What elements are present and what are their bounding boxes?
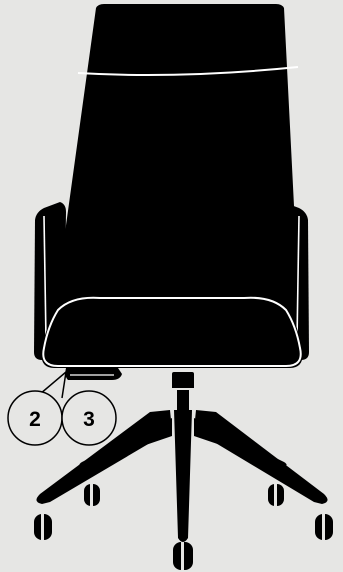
gas-lift-cap-gap <box>170 388 196 390</box>
callout-leader-2 <box>40 372 66 394</box>
callout-2: 2 <box>8 391 62 445</box>
caster-right <box>315 514 333 540</box>
caster-front <box>173 542 193 570</box>
base-leg-back-right <box>194 418 287 466</box>
callout-leader-3 <box>62 372 66 398</box>
caster-back-right <box>268 484 284 506</box>
caster-back-left <box>84 484 100 506</box>
chair-backrest <box>55 4 299 315</box>
gas-lift-column <box>177 390 189 410</box>
callout-3-label: 3 <box>83 408 95 431</box>
seat-mechanism <box>65 368 122 380</box>
callout-2-label: 2 <box>29 408 41 431</box>
caster-left <box>34 514 52 540</box>
chair-seat <box>41 296 303 368</box>
base-leg-front <box>174 410 192 542</box>
callout-3: 3 <box>62 391 116 445</box>
gas-lift-cap <box>172 372 194 390</box>
